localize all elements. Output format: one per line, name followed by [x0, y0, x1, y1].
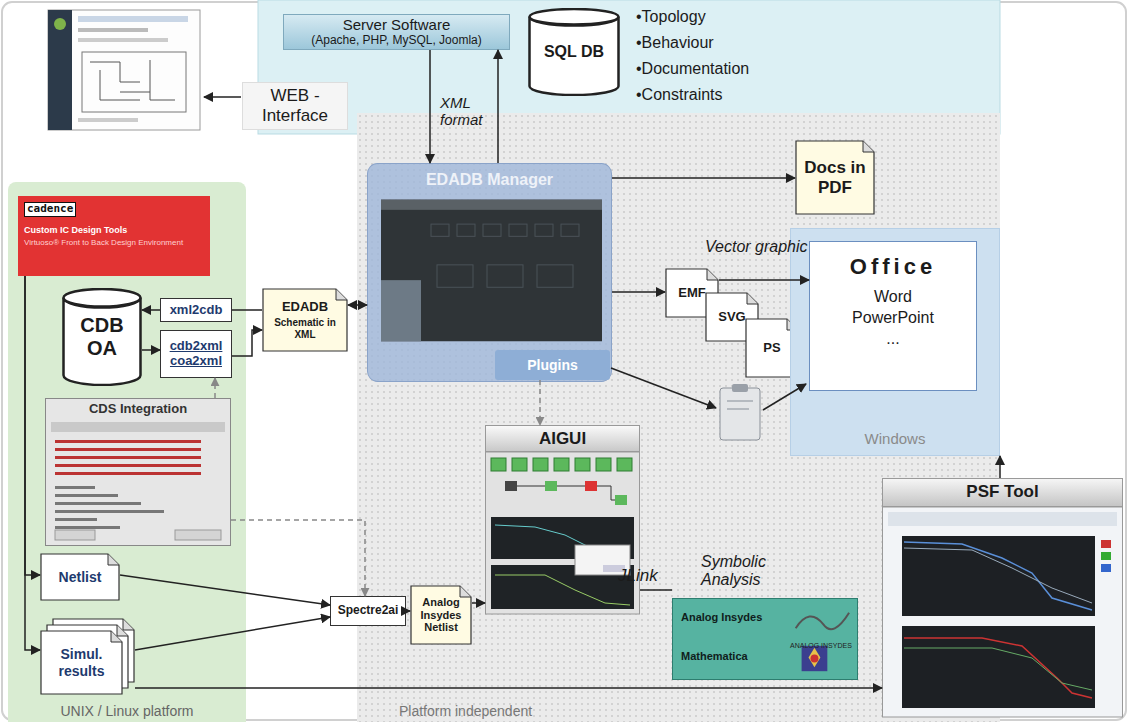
- node-label: SQL DB: [544, 43, 604, 61]
- interface-box: WEB - Interface: [242, 82, 348, 130]
- file-document: Analog Insydes Netlist: [410, 585, 472, 645]
- node-outline: [45, 398, 231, 546]
- analysis-box: Symbolic AnalysisAnalog InsydesMathemati…: [672, 598, 858, 680]
- file-stack: Simul. results: [40, 618, 135, 695]
- connector: [348, 304, 367, 306]
- tool-window: PSF Tool: [882, 478, 1123, 718]
- node-outline: [485, 425, 640, 615]
- node-label: EMF: [678, 286, 705, 301]
- file-document: Netlist: [40, 553, 120, 601]
- node-label: Word PowerPoint ...: [845, 287, 941, 349]
- connector: [472, 602, 485, 604]
- node-label: UNIX / Linux platform: [60, 703, 193, 719]
- database-cylinder: CDB OA: [62, 288, 142, 386]
- converter-box: cdb2xml coa2xml: [160, 330, 232, 378]
- connector: [406, 610, 410, 612]
- node-label: Server Software: [343, 16, 451, 33]
- node-label: cdb2xml coa2xml: [166, 339, 226, 369]
- node-label: WEB - Interface: [250, 86, 340, 125]
- node-label: CDS Integration: [89, 402, 187, 417]
- manager-window: EDADB ManagerPlugins: [367, 163, 612, 382]
- connector: [231, 520, 365, 596]
- connector: [214, 378, 216, 398]
- text-label: •Documentation: [636, 60, 749, 78]
- connector: [142, 349, 160, 351]
- node-label: Platform independent: [399, 703, 532, 719]
- connector: [999, 456, 1001, 478]
- converter-box: xml2cdb: [160, 298, 232, 322]
- connector: [539, 380, 541, 425]
- tool-banner: cadenceCustom IC Design ToolsVirtuoso® F…: [18, 196, 210, 276]
- node-label: Analog Insydes: [681, 611, 762, 624]
- connector: [612, 177, 795, 179]
- node-label: Plugins: [527, 357, 578, 373]
- edge-label: XML format: [440, 94, 492, 129]
- node-label: Spectre2ai: [338, 604, 399, 618]
- file-document: EDADB Schematic in XML: [262, 288, 348, 352]
- node-label: Simul. results: [51, 646, 113, 678]
- edge-label: JLink: [618, 566, 658, 586]
- node-label: Netlist: [59, 569, 102, 585]
- text-label: Vector graphic: [705, 238, 808, 256]
- connector: [142, 309, 160, 311]
- connector: [25, 276, 40, 575]
- node-label: Office: [850, 254, 936, 279]
- node-label: SVG: [718, 310, 745, 325]
- node-label: Schematic in XML: [270, 317, 340, 340]
- node-label: Virtuoso® Front to Back Design Environme…: [24, 238, 183, 247]
- connector: [135, 617, 330, 650]
- node-label: Docs in PDF: [802, 158, 868, 197]
- node-label: cadence: [24, 202, 76, 217]
- connector: [120, 575, 330, 605]
- server-box: Server Software(Apache, PHP, MySQL, Joom…: [283, 14, 510, 50]
- text-label: •Constraints: [636, 86, 723, 104]
- text-label: •Topology: [636, 8, 706, 26]
- connector: [135, 687, 882, 689]
- text-label: ANALOG INSYDES: [790, 642, 852, 650]
- connector: [232, 330, 262, 356]
- connector: [25, 276, 40, 650]
- node-label: AIGUI: [539, 429, 586, 449]
- clipboard-icon: [720, 384, 760, 440]
- node-label: CDB OA: [72, 314, 132, 360]
- node-label: (Apache, PHP, MySQL, Joomla): [311, 34, 482, 48]
- connector: [429, 50, 431, 163]
- platform-panel: Windows OfficeWord PowerPoint ...: [790, 228, 1000, 456]
- node-label: PSF Tool: [966, 482, 1038, 502]
- node-label: Analog Insydes Netlist: [415, 596, 467, 634]
- plugin-tab: Plugins: [495, 350, 610, 380]
- database-cylinder: SQL DB: [528, 8, 620, 96]
- connector: [612, 291, 665, 293]
- integration-window: CDS Integration: [45, 398, 231, 546]
- connector: [640, 589, 672, 591]
- connector: [232, 309, 262, 311]
- web-screenshot: [48, 10, 200, 130]
- node-label: Custom IC Design Tools: [24, 225, 127, 235]
- gui-window: AIGUI: [485, 425, 640, 615]
- node-label: EDADB: [282, 300, 328, 315]
- text-label: •Behaviour: [636, 34, 714, 52]
- application-box: OfficeWord PowerPoint ...: [809, 241, 977, 391]
- node-label: EDADB Manager: [426, 171, 553, 189]
- file-document: Docs in PDF: [795, 140, 875, 215]
- connector: [497, 50, 499, 163]
- platform-panel: UNIX / Linux platform cadenceCustom IC De…: [8, 182, 246, 722]
- node-outline: [882, 478, 1123, 718]
- node-label: PS: [763, 341, 780, 356]
- node-label: Symbolic Analysis: [701, 553, 801, 590]
- node-label: Mathematica: [681, 650, 748, 663]
- connector: [719, 279, 809, 281]
- converter-box: Spectre2ai: [330, 596, 406, 626]
- node-label: Windows: [865, 430, 926, 447]
- node-label: xml2cdb: [170, 303, 223, 318]
